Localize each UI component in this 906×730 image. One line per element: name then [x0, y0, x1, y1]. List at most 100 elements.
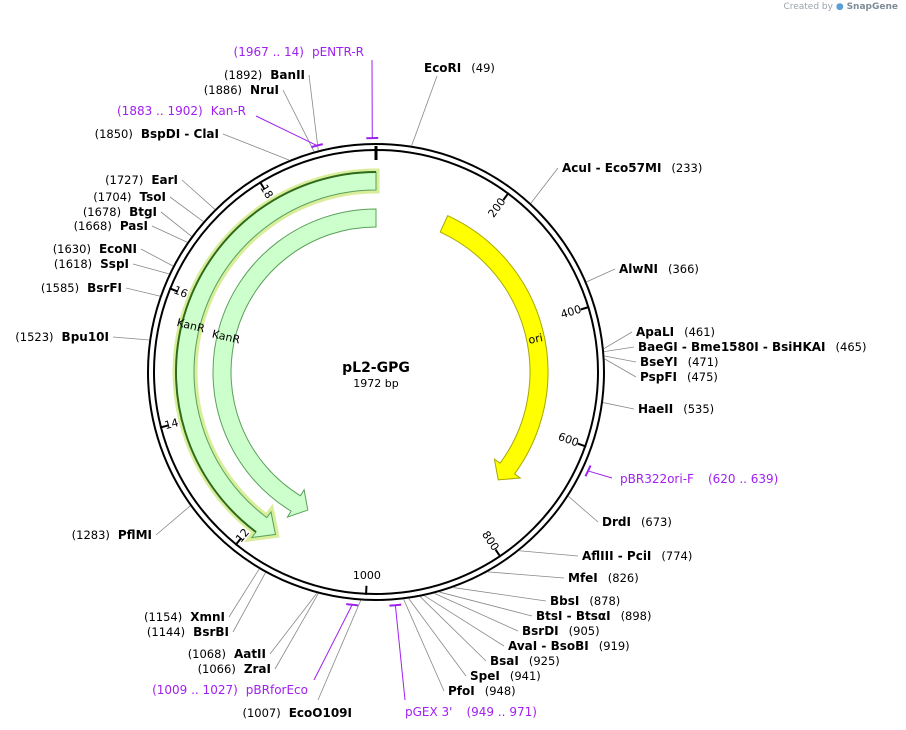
primer-label[interactable]: (1009 .. 1027)pBRforEco: [152, 683, 308, 697]
enzyme-label[interactable]: BbsI(878): [550, 594, 620, 608]
enzyme-leader: [530, 167, 559, 204]
primer-leader: [313, 604, 353, 681]
enzyme-label[interactable]: (1886)NruI: [204, 83, 279, 97]
primer-label[interactable]: (1967 .. 14)pENTR-R: [234, 45, 364, 59]
enzyme-leader: [419, 596, 487, 662]
enzyme-label[interactable]: (1007)EcoO109I: [242, 706, 352, 720]
enzyme-name: BtsI - BtsαI: [536, 609, 611, 623]
enzyme-name: AatII: [234, 647, 266, 661]
credit-prefix: Created by: [783, 2, 833, 12]
enzyme-position: (233): [671, 161, 702, 175]
enzyme-label[interactable]: SpeI (941): [470, 669, 541, 683]
enzyme-label[interactable]: BaeGI - Bme1580I - BsiHKAI(465): [638, 340, 866, 354]
enzyme-name: DrdI: [602, 515, 631, 529]
enzyme-label[interactable]: BsrDI(905): [522, 624, 600, 638]
enzyme-label[interactable]: (1068) AatII: [188, 647, 266, 661]
enzyme-label[interactable]: (1283)PflMI: [72, 528, 152, 542]
enzyme-label[interactable]: MfeI(826): [568, 571, 639, 585]
enzyme-label[interactable]: (1704)TsoI: [93, 190, 166, 204]
enzyme-label[interactable]: (1154)XmnI: [144, 610, 225, 624]
tick-mark: [168, 287, 179, 293]
enzyme-name: EcoNI: [99, 242, 137, 256]
enzyme-leader: [604, 346, 635, 352]
enzyme-name: EarI: [151, 173, 178, 187]
enzyme-label[interactable]: PfoI(948): [448, 684, 516, 698]
feature-label: ori: [527, 331, 544, 347]
enzyme-leader: [269, 592, 318, 655]
primer-name: pENTR-R: [312, 45, 364, 59]
enzyme-position: (475): [687, 370, 718, 384]
enzyme-label[interactable]: (1727)EarI: [105, 173, 178, 187]
enzyme-label[interactable]: BtsI - BtsαI(898): [536, 609, 652, 623]
enzyme-leader: [169, 196, 204, 222]
enzyme-position: (366): [668, 262, 699, 276]
feature-arrow-ori[interactable]: [439, 215, 549, 481]
enzyme-position: (673): [641, 515, 672, 529]
tick-mark: [502, 192, 510, 201]
enzyme-label[interactable]: (1668)PasI: [74, 219, 148, 233]
enzyme-label[interactable]: (1850) BspDI - ClaI: [95, 127, 219, 141]
primer-marker[interactable]: [389, 603, 402, 607]
enzyme-name: BsaI: [490, 654, 519, 668]
enzyme-label[interactable]: AlwNI(366): [619, 262, 699, 276]
enzyme-label[interactable]: BseYI(471): [640, 355, 719, 369]
enzyme-label[interactable]: (1523)Bpu10I: [15, 330, 109, 344]
enzyme-name: MfeI: [568, 571, 598, 585]
enzyme-position: (919): [599, 639, 630, 653]
enzyme-label[interactable]: AvaI - BsoBI(919): [508, 639, 630, 653]
primer-marker[interactable]: [310, 143, 324, 149]
primer-marker[interactable]: [584, 465, 592, 477]
enzyme-label[interactable]: (1144)BsrBI: [147, 625, 229, 639]
primer-marker[interactable]: [346, 603, 359, 607]
enzyme-name: BspDI - ClaI: [141, 127, 219, 141]
tick-label: 800: [479, 529, 502, 554]
enzyme-label[interactable]: (1618)SspI: [54, 257, 129, 271]
enzyme-position: (1850): [95, 127, 133, 141]
feature-label: KanR: [211, 327, 242, 346]
enzyme-leader: [434, 593, 519, 632]
enzyme-position: (1144): [147, 625, 185, 639]
enzyme-position: (1007): [242, 706, 280, 720]
enzyme-label[interactable]: DrdI (673): [602, 515, 672, 529]
primer-label[interactable]: pBR322ori-F(620 .. 639): [620, 472, 778, 486]
enzyme-leader: [132, 263, 170, 275]
enzyme-leader: [317, 600, 362, 701]
enzyme-leader: [308, 74, 319, 151]
enzyme-label[interactable]: AcuI - Eco57MI(233): [562, 161, 702, 175]
enzyme-name: SpeI: [470, 669, 500, 683]
tick-label: 400: [559, 303, 583, 322]
enzyme-leader: [586, 268, 616, 283]
enzyme-label[interactable]: (1585)BsrFI: [41, 281, 122, 295]
enzyme-name: TsoI: [140, 190, 166, 204]
enzyme-leader: [232, 572, 266, 633]
enzyme-label[interactable]: (1066) ZraI: [198, 662, 271, 676]
enzyme-position: (948): [485, 684, 516, 698]
enzyme-label[interactable]: BsaI(925): [490, 654, 560, 668]
enzyme-name: ZraI: [244, 662, 271, 676]
enzyme-label[interactable]: (1892)BanII: [224, 68, 305, 82]
enzyme-position: (1068): [188, 647, 226, 661]
enzyme-position: (1066): [198, 662, 236, 676]
primer-label[interactable]: pGEX 3'(949 .. 971): [405, 705, 537, 719]
enzyme-label[interactable]: HaeII(535): [638, 402, 714, 416]
enzyme-name: PasI: [120, 219, 148, 233]
enzyme-label[interactable]: (1678)BtgI: [83, 205, 157, 219]
primer-label[interactable]: (1883 .. 1902)Kan-R: [117, 104, 246, 118]
enzyme-leader: [568, 495, 599, 523]
enzyme-label[interactable]: (1630)EcoNI: [53, 242, 137, 256]
backbone-outer-ring: [147, 143, 605, 601]
feature-arrow-kanr[interactable]: [212, 208, 377, 519]
enzyme-label[interactable]: EcoRI(49): [424, 61, 495, 75]
enzyme-leader: [112, 336, 150, 341]
label-layer: EcoRI(49) AcuI - Eco57MI(233) AlwNI(366) Ap…: [15, 45, 866, 720]
enzyme-position: (941): [510, 669, 541, 683]
tick-mark: [580, 305, 590, 311]
enzyme-leader: [151, 225, 188, 243]
enzyme-label[interactable]: ApaLI(461): [636, 325, 715, 339]
enzyme-leader: [604, 358, 637, 378]
enzyme-label[interactable]: PspFI(475): [640, 370, 718, 384]
tick-mark: [159, 424, 169, 429]
enzyme-label[interactable]: AflIII - PciI(774): [582, 549, 692, 563]
enzyme-leader: [140, 248, 174, 267]
